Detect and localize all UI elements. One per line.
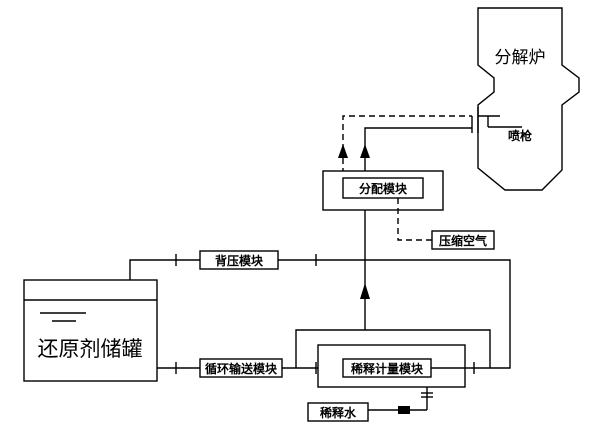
decomposition-furnace bbox=[477, 7, 580, 191]
arrow-up-riser bbox=[360, 283, 370, 299]
air-line-to-spray-gun bbox=[342, 115, 472, 150]
arrow-up-liquid bbox=[360, 144, 370, 158]
dilution-water-box bbox=[307, 402, 369, 422]
compressed-air-label: 压缩空气 bbox=[439, 233, 487, 248]
reductant-tank-label: 还原剂储罐 bbox=[38, 337, 143, 361]
furnace-label: 分解炉 bbox=[495, 48, 546, 68]
spray-gun-icon bbox=[471, 107, 522, 133]
back-pressure-return-line bbox=[129, 259, 511, 369]
back-pressure-module-label: 背压模块 bbox=[215, 253, 264, 268]
dilution-water-valve bbox=[398, 406, 410, 414]
circulation-module bbox=[199, 358, 283, 378]
distribution-module-label: 分配模块 bbox=[359, 181, 408, 196]
recirculation-loop bbox=[295, 329, 491, 368]
dilution-water-label: 稀释水 bbox=[320, 405, 357, 420]
dilution-metering-module-label: 稀释计量模块 bbox=[351, 361, 424, 376]
reductant-tank bbox=[23, 279, 158, 382]
liquid-line-to-spray-gun bbox=[364, 127, 472, 150]
distribution-module bbox=[342, 177, 424, 199]
compressed-air-line bbox=[397, 198, 432, 241]
arrow-up-air bbox=[338, 144, 348, 158]
compressed-air-box bbox=[431, 230, 495, 250]
back-pressure-module bbox=[199, 250, 279, 270]
spray-gun-label: 喷枪 bbox=[508, 128, 532, 143]
circulation-module-label: 循环输送模块 bbox=[205, 361, 278, 376]
